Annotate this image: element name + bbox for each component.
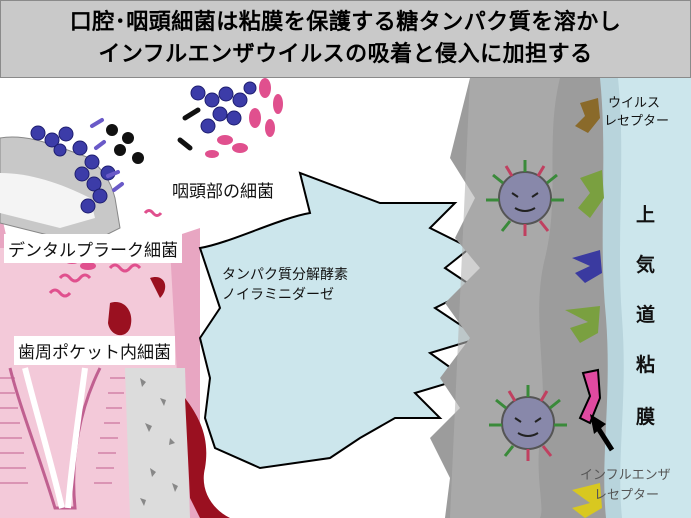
receptor-green-mid: [565, 306, 600, 343]
mucosa-char-1: 上: [636, 204, 656, 226]
title-line-2: インフルエンザウイルスの吸着と侵入に加担する: [98, 42, 593, 67]
arrow-to-influenza-receptor: [590, 414, 615, 452]
diagram-canvas: 咽頭部の細菌 デンタルプラーク細菌 歯周ポケット内細菌 タンパク質分解酵素 ノイ…: [0, 78, 691, 518]
mucosa-char-2: 気: [636, 254, 656, 276]
label-enzyme-line-1: タンパク質分解酵素: [222, 267, 348, 283]
gum-spirochetes: [48, 209, 163, 298]
enzyme-cloud: [198, 171, 483, 470]
label-influenza-receptor-line-2: レセプター: [594, 488, 660, 503]
label-dental-plaque: デンタルプラーク細菌: [4, 234, 182, 263]
influenza-virus-bottom: [489, 385, 567, 461]
title-line-1: 口腔･咽頭細菌は粘膜を保護する糖タンパク質を溶かし: [69, 10, 622, 35]
label-periodontal-pocket: 歯周ポケット内細菌: [14, 336, 175, 365]
diagram-illustration: [0, 78, 691, 518]
label-influenza-receptor-line-1: インフルエンザ: [580, 468, 671, 483]
receptor-pink: [578, 368, 602, 425]
influenza-virus-top: [486, 160, 564, 236]
pharyngeal-bacteria-cluster: [170, 78, 283, 178]
receptor-yellow: [572, 483, 602, 518]
title-banner: 口腔･咽頭細菌は粘膜を保護する糖タンパク質を溶かし インフルエンザウイルスの吸着…: [0, 0, 691, 78]
plaque-black-bacteria: [106, 124, 144, 164]
mucosa-char-5: 膜: [636, 406, 656, 428]
label-virus-receptor-line-2: レセプター: [604, 114, 670, 129]
receptor-blue: [572, 250, 602, 283]
receptor-green-top: [578, 170, 604, 218]
label-enzyme-line-2: ノイラミニダーゼ: [222, 287, 334, 303]
receptor-brown: [575, 98, 600, 133]
tooth-gum-illustration: [0, 136, 230, 518]
plaque-rod-bacteria: [90, 118, 124, 192]
mucosa-char-3: 道: [636, 304, 656, 326]
epithelium-tissue: [430, 78, 691, 518]
mucosa-char-4: 粘: [636, 354, 656, 376]
label-virus-receptor-line-1: ウイルス: [608, 96, 661, 111]
label-pharyngeal-bacteria: 咽頭部の細菌: [168, 175, 278, 204]
